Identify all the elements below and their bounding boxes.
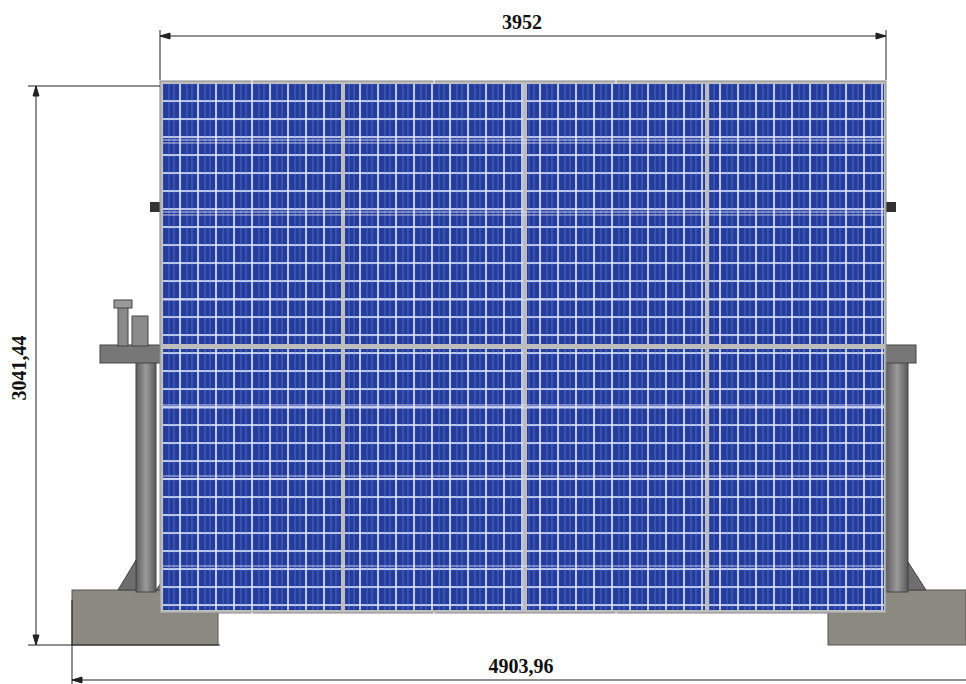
dimension-label: 3041,44: [8, 336, 28, 401]
solar-panel-array: [160, 76, 886, 620]
dimension-line: [28, 30, 966, 684]
dimension-label: 3952: [502, 12, 542, 32]
dimension-label: 4903,96: [489, 656, 554, 676]
